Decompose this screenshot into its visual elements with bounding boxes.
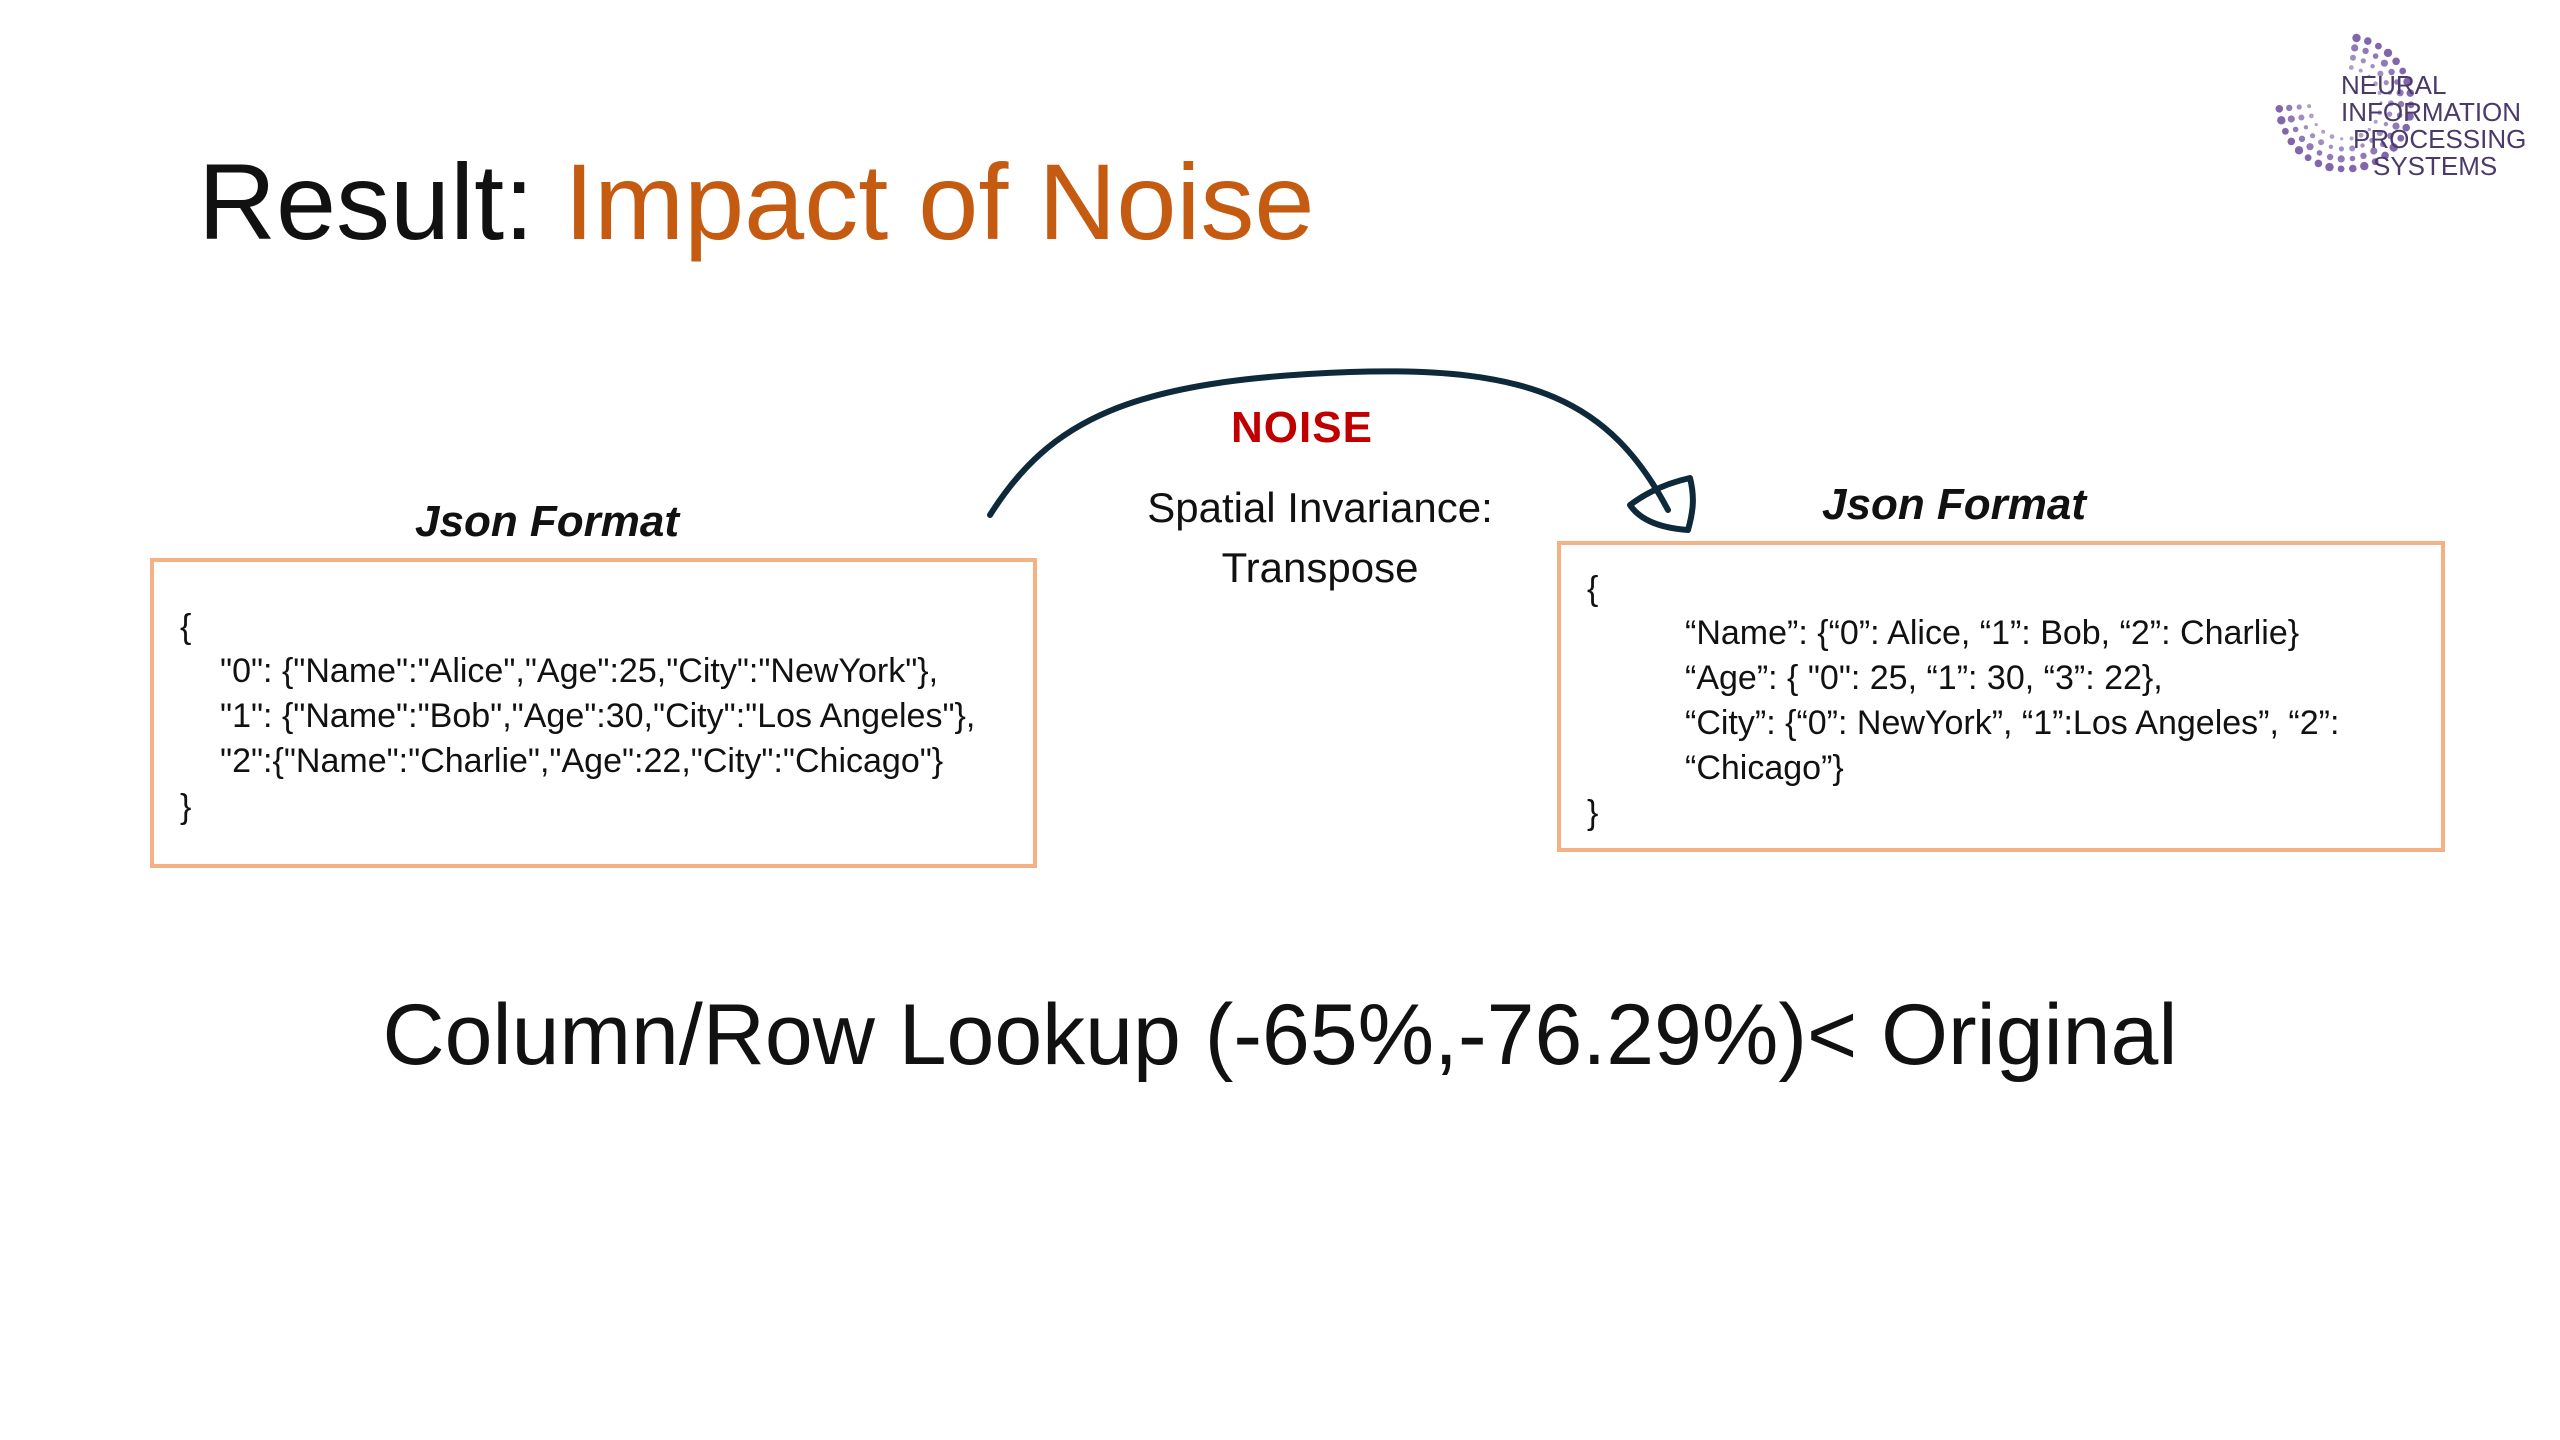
right-json-box: { “Name”: {“0”: Alice, “1”: Bob, “2”: Ch… [1557, 541, 2445, 852]
result-statement: Column/Row Lookup (-65%,-76.29%)< Origin… [382, 987, 2178, 1083]
title-prefix: Result: [198, 141, 565, 262]
logo-line-1: NEURAL [2341, 70, 2447, 100]
right-brace-close: } [1587, 794, 1599, 832]
right-row-name: “Name”: {“0”: Alice, “1”: Bob, “2”: Char… [1685, 614, 2300, 652]
right-row-city: “City”: {“0”: NewYork”, “1”:Los Angeles”… [1685, 704, 2340, 742]
right-row-city-cont: “Chicago”} [1685, 749, 1844, 787]
left-panel-label: Json Format [415, 497, 680, 546]
transform-line-1: Spatial Invariance: [1147, 484, 1493, 531]
left-row-1: "1": {"Name":"Bob","Age":30,"City":"Los … [220, 697, 976, 735]
logo-line-3: PROCESSING [2353, 124, 2527, 154]
left-row-0: "0": {"Name":"Alice","Age":25,"City":"Ne… [220, 652, 939, 690]
left-brace-close: } [180, 788, 192, 826]
title-accent: Impact of Noise [564, 141, 1315, 262]
transform-description: Spatial Invariance: Transpose [1110, 478, 1530, 598]
left-brace-open: { [180, 608, 192, 646]
noise-label: NOISE [1231, 403, 1373, 452]
transform-line-2: Transpose [1221, 544, 1419, 591]
right-brace-open: { [1587, 570, 1599, 608]
left-row-2: "2":{"Name":"Charlie","Age":22,"City":"C… [220, 742, 944, 780]
neurips-logo: NEURAL INFORMATION PROCESSING SYSTEMS [2265, 18, 2545, 188]
left-json-box: { "0": {"Name":"Alice","Age":25,"City":"… [150, 558, 1037, 868]
logo-dots-icon [2275, 33, 2415, 173]
logo-text: NEURAL INFORMATION PROCESSING SYSTEMS [2341, 72, 2526, 180]
right-panel-label: Json Format [1822, 480, 2087, 529]
logo-line-2: INFORMATION [2341, 97, 2522, 127]
logo-line-4: SYSTEMS [2373, 151, 2498, 181]
right-row-age: “Age”: { "0": 25, “1”: 30, “3”: 22}, [1685, 659, 2163, 697]
slide-title: Result: Impact of Noise [198, 148, 1314, 256]
